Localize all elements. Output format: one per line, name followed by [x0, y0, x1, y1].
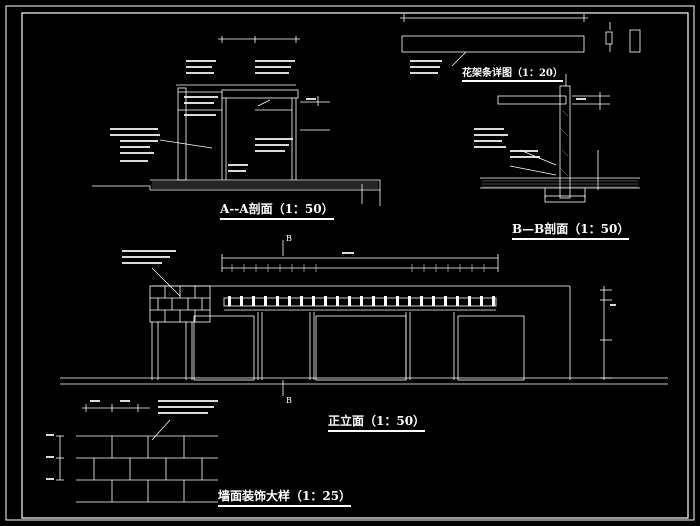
wall-detail-notes	[46, 400, 218, 480]
elevation-title: 正立面（1：50）	[328, 412, 426, 432]
elevation-rafters	[228, 296, 495, 306]
flower-frame-detail	[400, 14, 641, 67]
wall-detail-title: 墙面装饰大样（1：25）	[218, 487, 352, 507]
flower-frame-notes	[410, 60, 442, 74]
elevation-drawing	[60, 240, 668, 396]
section-aa-notes	[110, 60, 316, 172]
section-bb-notes	[474, 98, 586, 158]
wall-detail-drawing	[56, 404, 218, 503]
section-aa-title: A--A剖面（1：50）	[220, 200, 334, 220]
elevation-dimension-ticks	[231, 264, 485, 272]
section-bb-drawing	[480, 74, 640, 203]
inner-frame	[21, 12, 689, 519]
elevation-notes	[122, 250, 616, 306]
section-marker-b-top: B	[286, 234, 292, 243]
section-bb-title: B—B剖面（1：50）	[512, 220, 630, 240]
flower-frame-title: 花架条详图（1：20）	[462, 64, 563, 82]
outer-frame	[5, 5, 695, 521]
section-marker-b-bottom: B	[286, 396, 292, 405]
section-aa-ground-hatch	[152, 181, 378, 189]
section-aa-drawing	[92, 36, 381, 206]
section-bb-hatch	[482, 109, 638, 188]
